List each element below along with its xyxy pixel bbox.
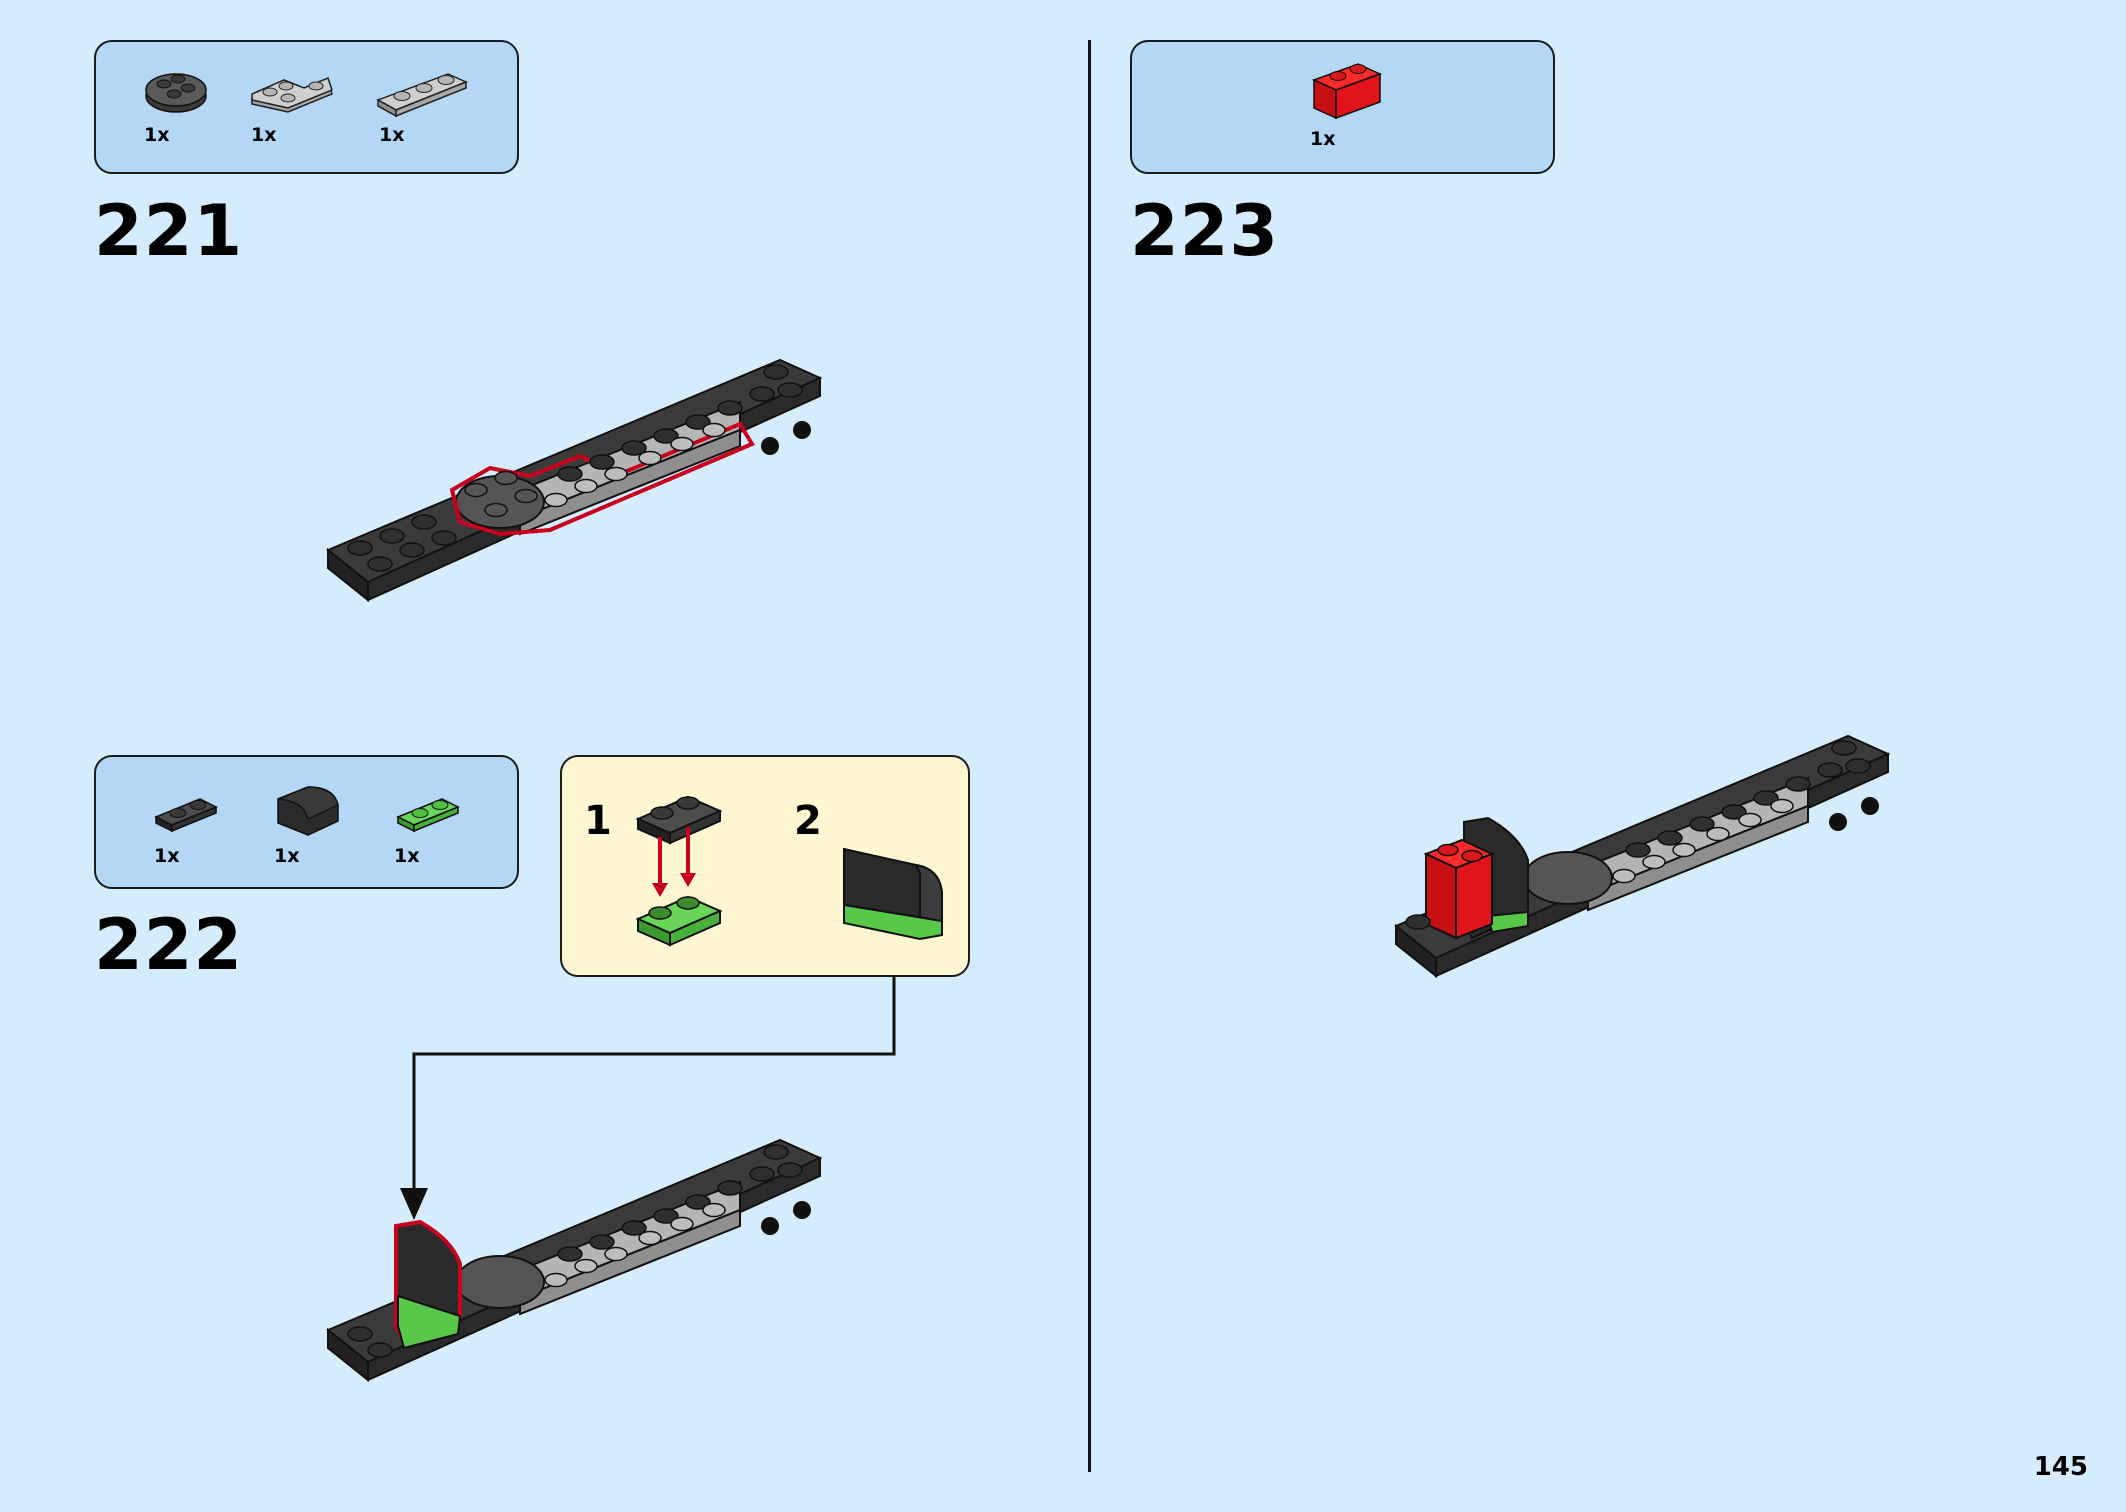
page-number: 145	[2033, 1452, 2088, 1482]
plate-1x3-light-gray-icon	[376, 73, 468, 118]
substep-1-plates-icon	[635, 795, 723, 947]
substep-number-1: 1	[584, 798, 612, 844]
curved-slope-black-icon	[277, 786, 339, 836]
step-number-222: 222	[94, 904, 244, 986]
part-qty: 1x	[274, 845, 300, 867]
part-qty: 1x	[379, 124, 405, 146]
step-number-221: 221	[94, 190, 244, 272]
parts-list-223: 1x	[1130, 40, 1555, 174]
part-qty: 1x	[154, 845, 180, 867]
substep-2-slope-on-green-icon	[843, 847, 943, 941]
corner-plate-light-gray-icon	[251, 76, 333, 113]
assembly-223	[1394, 734, 1891, 979]
assembly-221	[326, 358, 823, 603]
page-divider	[1088, 40, 1091, 1472]
sub-assembly-callout: 1 2	[560, 755, 970, 977]
part-qty: 1x	[144, 124, 170, 146]
part-qty: 1x	[394, 845, 420, 867]
step-number-223: 223	[1130, 190, 1280, 272]
round-plate-dark-gray-icon	[145, 73, 207, 113]
part-qty: 1x	[251, 124, 277, 146]
callout-arrow	[400, 976, 896, 1220]
parts-list-221: 1x 1x 1x	[94, 40, 519, 174]
plate-1x2-dark-gray-icon	[154, 798, 218, 833]
brick-1x2-red-icon	[1312, 63, 1382, 120]
part-qty: 1x	[1310, 128, 1336, 150]
assembly-222	[326, 1138, 823, 1383]
parts-list-222: 1x 1x 1x	[94, 755, 519, 889]
substep-number-2: 2	[794, 798, 822, 844]
plate-1x2-green-icon	[396, 798, 460, 833]
